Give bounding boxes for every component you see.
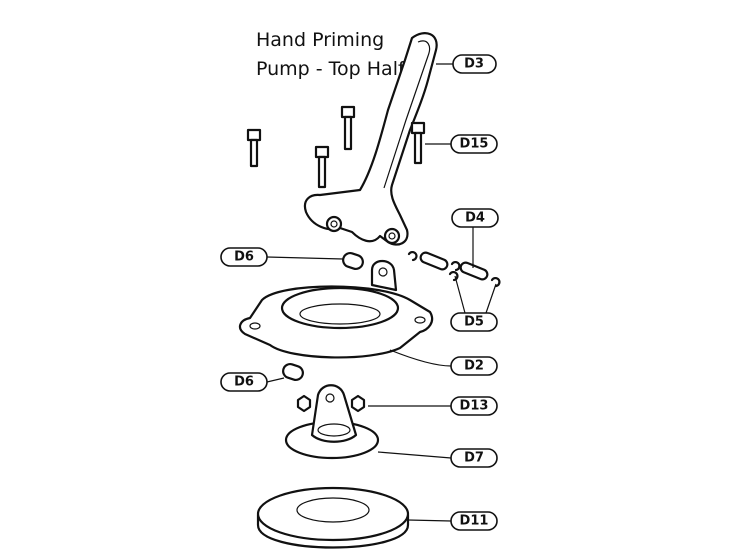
callout-d13: D13 — [450, 396, 498, 416]
pump-body — [238, 259, 434, 359]
callout-d3-label: D3 — [464, 57, 484, 72]
diagram-title: Hand Priming Pump - Top Half — [256, 29, 405, 80]
callout-d6-upper-label: D6 — [234, 250, 254, 265]
bushing-upper — [342, 251, 364, 271]
valve-cap — [284, 384, 380, 460]
callout-d15: D15 — [450, 134, 498, 154]
callout-d13-label: D13 — [460, 399, 489, 414]
callout-d6-lower: D6 — [220, 372, 268, 392]
callout-d7: D7 — [450, 448, 498, 468]
callout-d4: D4 — [451, 208, 499, 228]
callout-d5-label: D5 — [464, 315, 484, 330]
callout-d2: D2 — [450, 356, 498, 376]
callout-d15-label: D15 — [460, 137, 489, 152]
pins-and-clips — [407, 251, 501, 288]
callout-d4-label: D4 — [465, 211, 485, 226]
callout-d2-label: D2 — [464, 359, 484, 374]
callout-d7-label: D7 — [464, 451, 484, 466]
callout-d6-lower-label: D6 — [234, 375, 254, 390]
callout-d5: D5 — [450, 312, 498, 332]
bolts — [246, 105, 426, 189]
callout-d11: D11 — [450, 511, 498, 531]
callout-d6-upper: D6 — [220, 247, 268, 267]
seal-ring — [256, 486, 410, 549]
pump-handle — [303, 32, 438, 246]
callout-d11-label: D11 — [460, 514, 489, 529]
leader-lines — [266, 63, 497, 522]
callout-d3: D3 — [452, 54, 497, 74]
bushing-lower — [282, 362, 304, 382]
